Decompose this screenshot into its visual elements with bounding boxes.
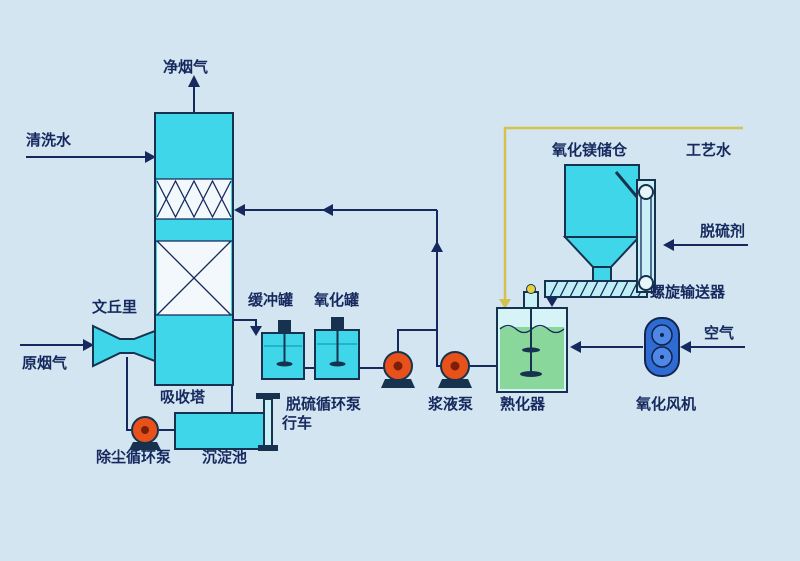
label-crane: 行车 (281, 414, 312, 432)
crane-top-beam (256, 393, 280, 399)
spray-pipe-vertical (436, 210, 441, 367)
oxidation-agitator-motor (331, 317, 344, 330)
demister-zigzag-2 (156, 179, 232, 219)
slaker-impeller-lower (520, 371, 542, 377)
absorption-tower (154, 112, 234, 386)
crane-column (263, 398, 273, 448)
slurry-pump (438, 351, 472, 388)
oxidation-blower (644, 317, 680, 377)
demister-zigzag-1 (156, 179, 232, 219)
labels: 净烟气 清洗水 文丘里 原烟气 吸收塔 缓冲罐 氧化罐 脱硫循环泵 浆液泵 熟化… (22, 58, 745, 466)
spray-arrow-mid (322, 204, 333, 216)
silo-outlet (592, 266, 612, 283)
spray-arrow-end (234, 204, 245, 216)
dust-circulation-pump (129, 416, 161, 450)
venturi-drain-pipe (126, 357, 131, 431)
slaker-agitator-motor (523, 291, 539, 309)
buffer-agitator-impeller (276, 361, 293, 367)
slaker-indicator-light (526, 284, 536, 294)
washing-water-arrow (145, 151, 156, 163)
conveyor-drop-arrow (546, 297, 558, 307)
raw-gas-arrow (83, 339, 94, 351)
oxidation-agitator-impeller (329, 361, 346, 367)
slaker-impeller-upper (522, 347, 540, 353)
sedimentation-tank (174, 412, 271, 450)
label-screw-conveyor: 螺旋输送器 (650, 283, 726, 301)
oxidation-tank (314, 317, 360, 380)
venturi-body (92, 324, 156, 368)
label-mgo-silo: 氧化镁储仓 (551, 141, 628, 159)
packing-cross-2 (156, 240, 232, 316)
pump-hub (450, 361, 460, 371)
clean-gas-arrow (188, 75, 200, 87)
pump-hub (393, 361, 403, 371)
screw-conveyor (544, 280, 648, 298)
elevator-chute (614, 171, 639, 198)
mgo-silo (562, 164, 642, 283)
silo-cone (562, 236, 642, 268)
elevator-pulley-top (638, 184, 654, 200)
elevator-pulley-bottom (638, 275, 654, 291)
label-desulfurization-circulation-pump: 脱硫循环泵 (286, 395, 361, 413)
label-dust-circulation-pump: 除尘循环泵 (96, 448, 171, 466)
label-clean-flue-gas: 净烟气 (163, 58, 208, 76)
tower-demister-band (157, 179, 231, 219)
spray-arrow-up (431, 241, 443, 252)
desulfurization-circulation-pump (381, 351, 415, 388)
tower-to-buffer-pipe (233, 319, 257, 328)
conveyor-screw-hatch (549, 280, 647, 298)
label-slurry-pump: 浆液泵 (428, 395, 473, 413)
air-arrow-2 (570, 341, 581, 353)
pump-hub (141, 426, 149, 434)
desulf-pump-discharge-pipe (397, 329, 437, 352)
label-slaker: 熟化器 (500, 395, 546, 413)
buffer-tank (261, 320, 305, 380)
crane-base (258, 445, 278, 451)
label-oxidation-blower: 氧化风机 (635, 395, 696, 413)
pipes (20, 75, 748, 431)
label-oxidation-tank: 氧化罐 (313, 291, 359, 309)
label-process-water: 工艺水 (686, 141, 732, 159)
label-desulfurizer: 脱硫剂 (700, 222, 745, 240)
label-buffer-tank: 缓冲罐 (248, 291, 293, 309)
buffer-inlet-arrow (250, 326, 262, 336)
bucket-elevator (614, 171, 656, 293)
crane (256, 393, 280, 451)
process-water-pipe (499, 126, 743, 309)
air-arrow-1 (680, 341, 691, 353)
desulfurizer-arrow (663, 239, 674, 251)
slaker (496, 284, 568, 393)
label-washing-water: 清洗水 (26, 131, 72, 149)
label-raw-flue-gas: 原烟气 (22, 354, 67, 372)
buffer-agitator-motor (278, 320, 291, 333)
label-air: 空气 (704, 324, 734, 342)
process-water-arrow (499, 299, 511, 309)
label-venturi: 文丘里 (92, 298, 137, 316)
label-absorption-tower: 吸收塔 (160, 388, 206, 406)
label-sedimentation-tank: 沉淀池 (202, 448, 247, 466)
